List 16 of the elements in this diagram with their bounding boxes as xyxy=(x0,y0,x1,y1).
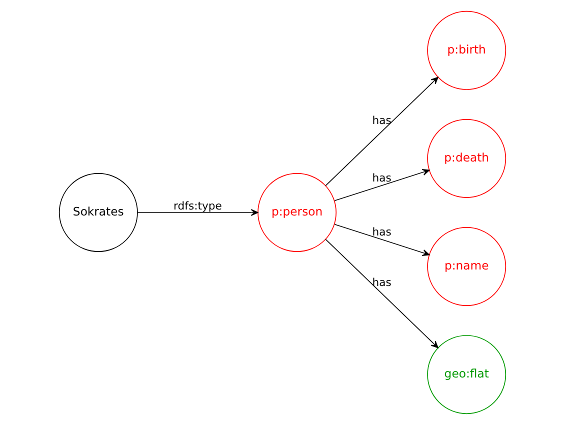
arrow xyxy=(334,224,430,256)
node-circle: Sokrates xyxy=(58,173,138,252)
arrow xyxy=(137,209,258,216)
arrow xyxy=(325,238,438,348)
edge-label: has xyxy=(372,225,392,238)
node-circle: p:person xyxy=(258,173,337,252)
edge-label: has xyxy=(372,276,392,289)
arrow xyxy=(334,168,430,202)
edge-label: has xyxy=(372,114,392,127)
node-circle: p:death xyxy=(427,119,506,198)
node-circle: p:name xyxy=(427,227,506,306)
node-circle: p:birth xyxy=(427,10,506,90)
arrow xyxy=(325,76,438,186)
edge-label: rdfs:type xyxy=(174,200,222,213)
node-circle: geo:flat xyxy=(427,335,506,414)
edge-label: has xyxy=(372,171,392,184)
